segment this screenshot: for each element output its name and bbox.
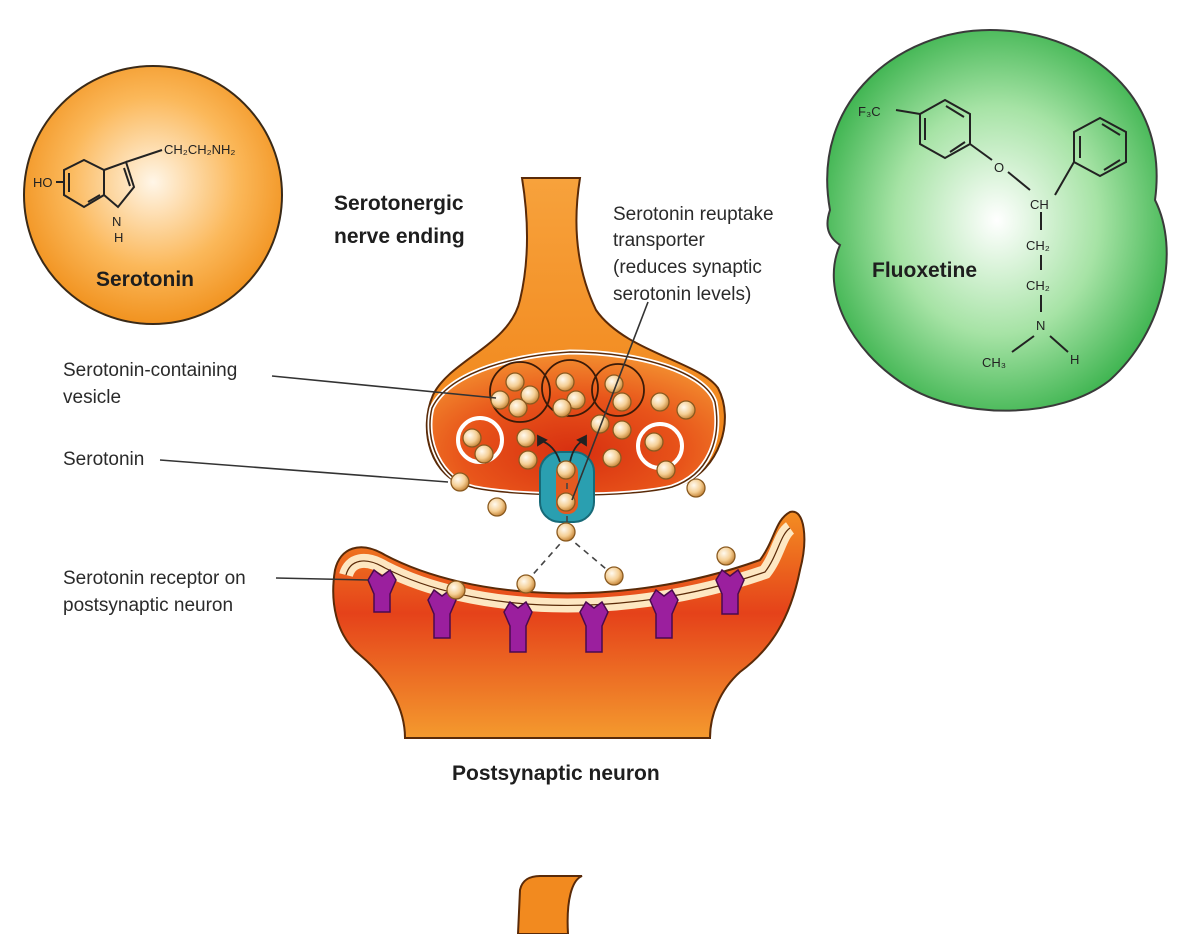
serotonin-molecule — [555, 372, 575, 392]
reuptake-line-3: (reduces synaptic — [613, 257, 762, 278]
vesicle-line-2: vesicle — [63, 387, 121, 408]
receptor-line-2: postsynaptic neuron — [63, 595, 233, 616]
nerve-ending-line-1: Serotonergic — [334, 192, 464, 215]
receptors — [367, 568, 745, 653]
receptor — [579, 600, 609, 653]
receptor-line-1: Serotonin receptor on — [63, 568, 246, 589]
vesicle — [489, 361, 551, 423]
serotonin-molecule — [602, 448, 622, 468]
serotonin-molecule — [676, 400, 696, 420]
label-serotonin: Serotonin — [63, 449, 144, 470]
serotonin-molecule — [462, 428, 482, 448]
vesicles — [456, 359, 684, 470]
serotonin-molecule — [508, 398, 528, 418]
fluoxetine-ch: CH — [1030, 197, 1049, 212]
serotonin-bubble: HO CH₂CH₂NH₂ N H Serotonin — [23, 65, 283, 325]
serotonin-molecule — [490, 390, 510, 410]
vesicle — [541, 359, 599, 417]
receptor — [503, 600, 533, 653]
reuptake-line-1: Serotonin reuptake — [613, 204, 774, 225]
serotonin-molecule — [516, 428, 536, 448]
label-reuptake: Serotonin reuptake transporter (reduces … — [613, 204, 779, 305]
serotonin-n: N — [112, 214, 121, 229]
serotonin-molecule — [518, 450, 538, 470]
nerve-ending-line-2: nerve ending — [334, 225, 465, 248]
serotonin-molecule — [505, 372, 525, 392]
fluoxetine-title: Fluoxetine — [872, 259, 977, 282]
serotonin-side-chain: CH₂CH₂NH₂ — [164, 142, 235, 157]
serotonin-molecule — [650, 392, 670, 412]
next-panel-axon-fragment — [516, 875, 583, 934]
reuptake-arrows — [537, 434, 587, 463]
reuptake-line-2: transporter — [613, 230, 706, 251]
receptor — [649, 588, 679, 639]
serotonin-molecule — [716, 546, 736, 566]
fluoxetine-bubble: F₃C O CH CH₂ CH₂ N CH₃ H Fluoxetine — [826, 28, 1168, 412]
serotonin-molecule — [612, 392, 632, 412]
serotonin-molecule — [656, 460, 676, 480]
serotonin-structure: HO CH₂CH₂NH₂ N H — [33, 142, 235, 245]
fluoxetine-structure: F₃C O CH CH₂ CH₂ N CH₃ H — [858, 98, 1127, 370]
label-postsynaptic: Postsynaptic neuron — [452, 762, 660, 785]
serotonin-molecule — [686, 478, 706, 498]
serotonin-molecule — [474, 444, 494, 464]
serotonin-ho: HO — [33, 175, 53, 190]
serotonin-molecule — [556, 492, 576, 512]
serotonin-molecule — [487, 497, 507, 517]
serotonin-molecule — [446, 580, 466, 600]
receptor — [715, 568, 745, 615]
serotonin-molecule — [590, 414, 610, 434]
fluoxetine-ch2-a: CH₂ — [1026, 238, 1050, 253]
serotonin-molecule — [556, 522, 576, 542]
serotonin-molecule — [552, 398, 572, 418]
receptor — [367, 568, 397, 613]
serotonin-molecule — [450, 472, 470, 492]
fluoxetine-h: H — [1070, 352, 1079, 367]
serotonin-molecule — [516, 574, 536, 594]
diffusion-paths — [527, 472, 613, 581]
receptor — [427, 588, 457, 639]
serotonin-molecule — [644, 432, 664, 452]
leader-lines — [159, 301, 649, 581]
serotonin-title: Serotonin — [96, 268, 194, 291]
reuptake-line-4: serotonin levels) — [613, 284, 751, 305]
serotonin-molecule — [612, 420, 632, 440]
label-nerve-ending: Serotonergic nerve ending — [334, 192, 469, 248]
serotonin-molecule — [556, 460, 576, 480]
serotonin-h: H — [114, 230, 123, 245]
presynaptic-terminal — [425, 177, 726, 498]
fluoxetine-cf3: F₃C — [858, 104, 881, 119]
postsynaptic-neuron — [332, 510, 806, 739]
serotonin-molecule — [604, 566, 624, 586]
vesicle — [591, 363, 645, 417]
fluoxetine-ch3: CH₃ — [982, 355, 1006, 370]
fluoxetine-ch2-b: CH₂ — [1026, 278, 1050, 293]
fluoxetine-o: O — [994, 160, 1004, 175]
label-vesicle: Serotonin-containing vesicle — [63, 360, 243, 408]
fluoxetine-n: N — [1036, 318, 1045, 333]
vesicle-line-1: Serotonin-containing — [63, 360, 237, 381]
label-receptor: Serotonin receptor on postsynaptic neuro… — [63, 568, 251, 616]
